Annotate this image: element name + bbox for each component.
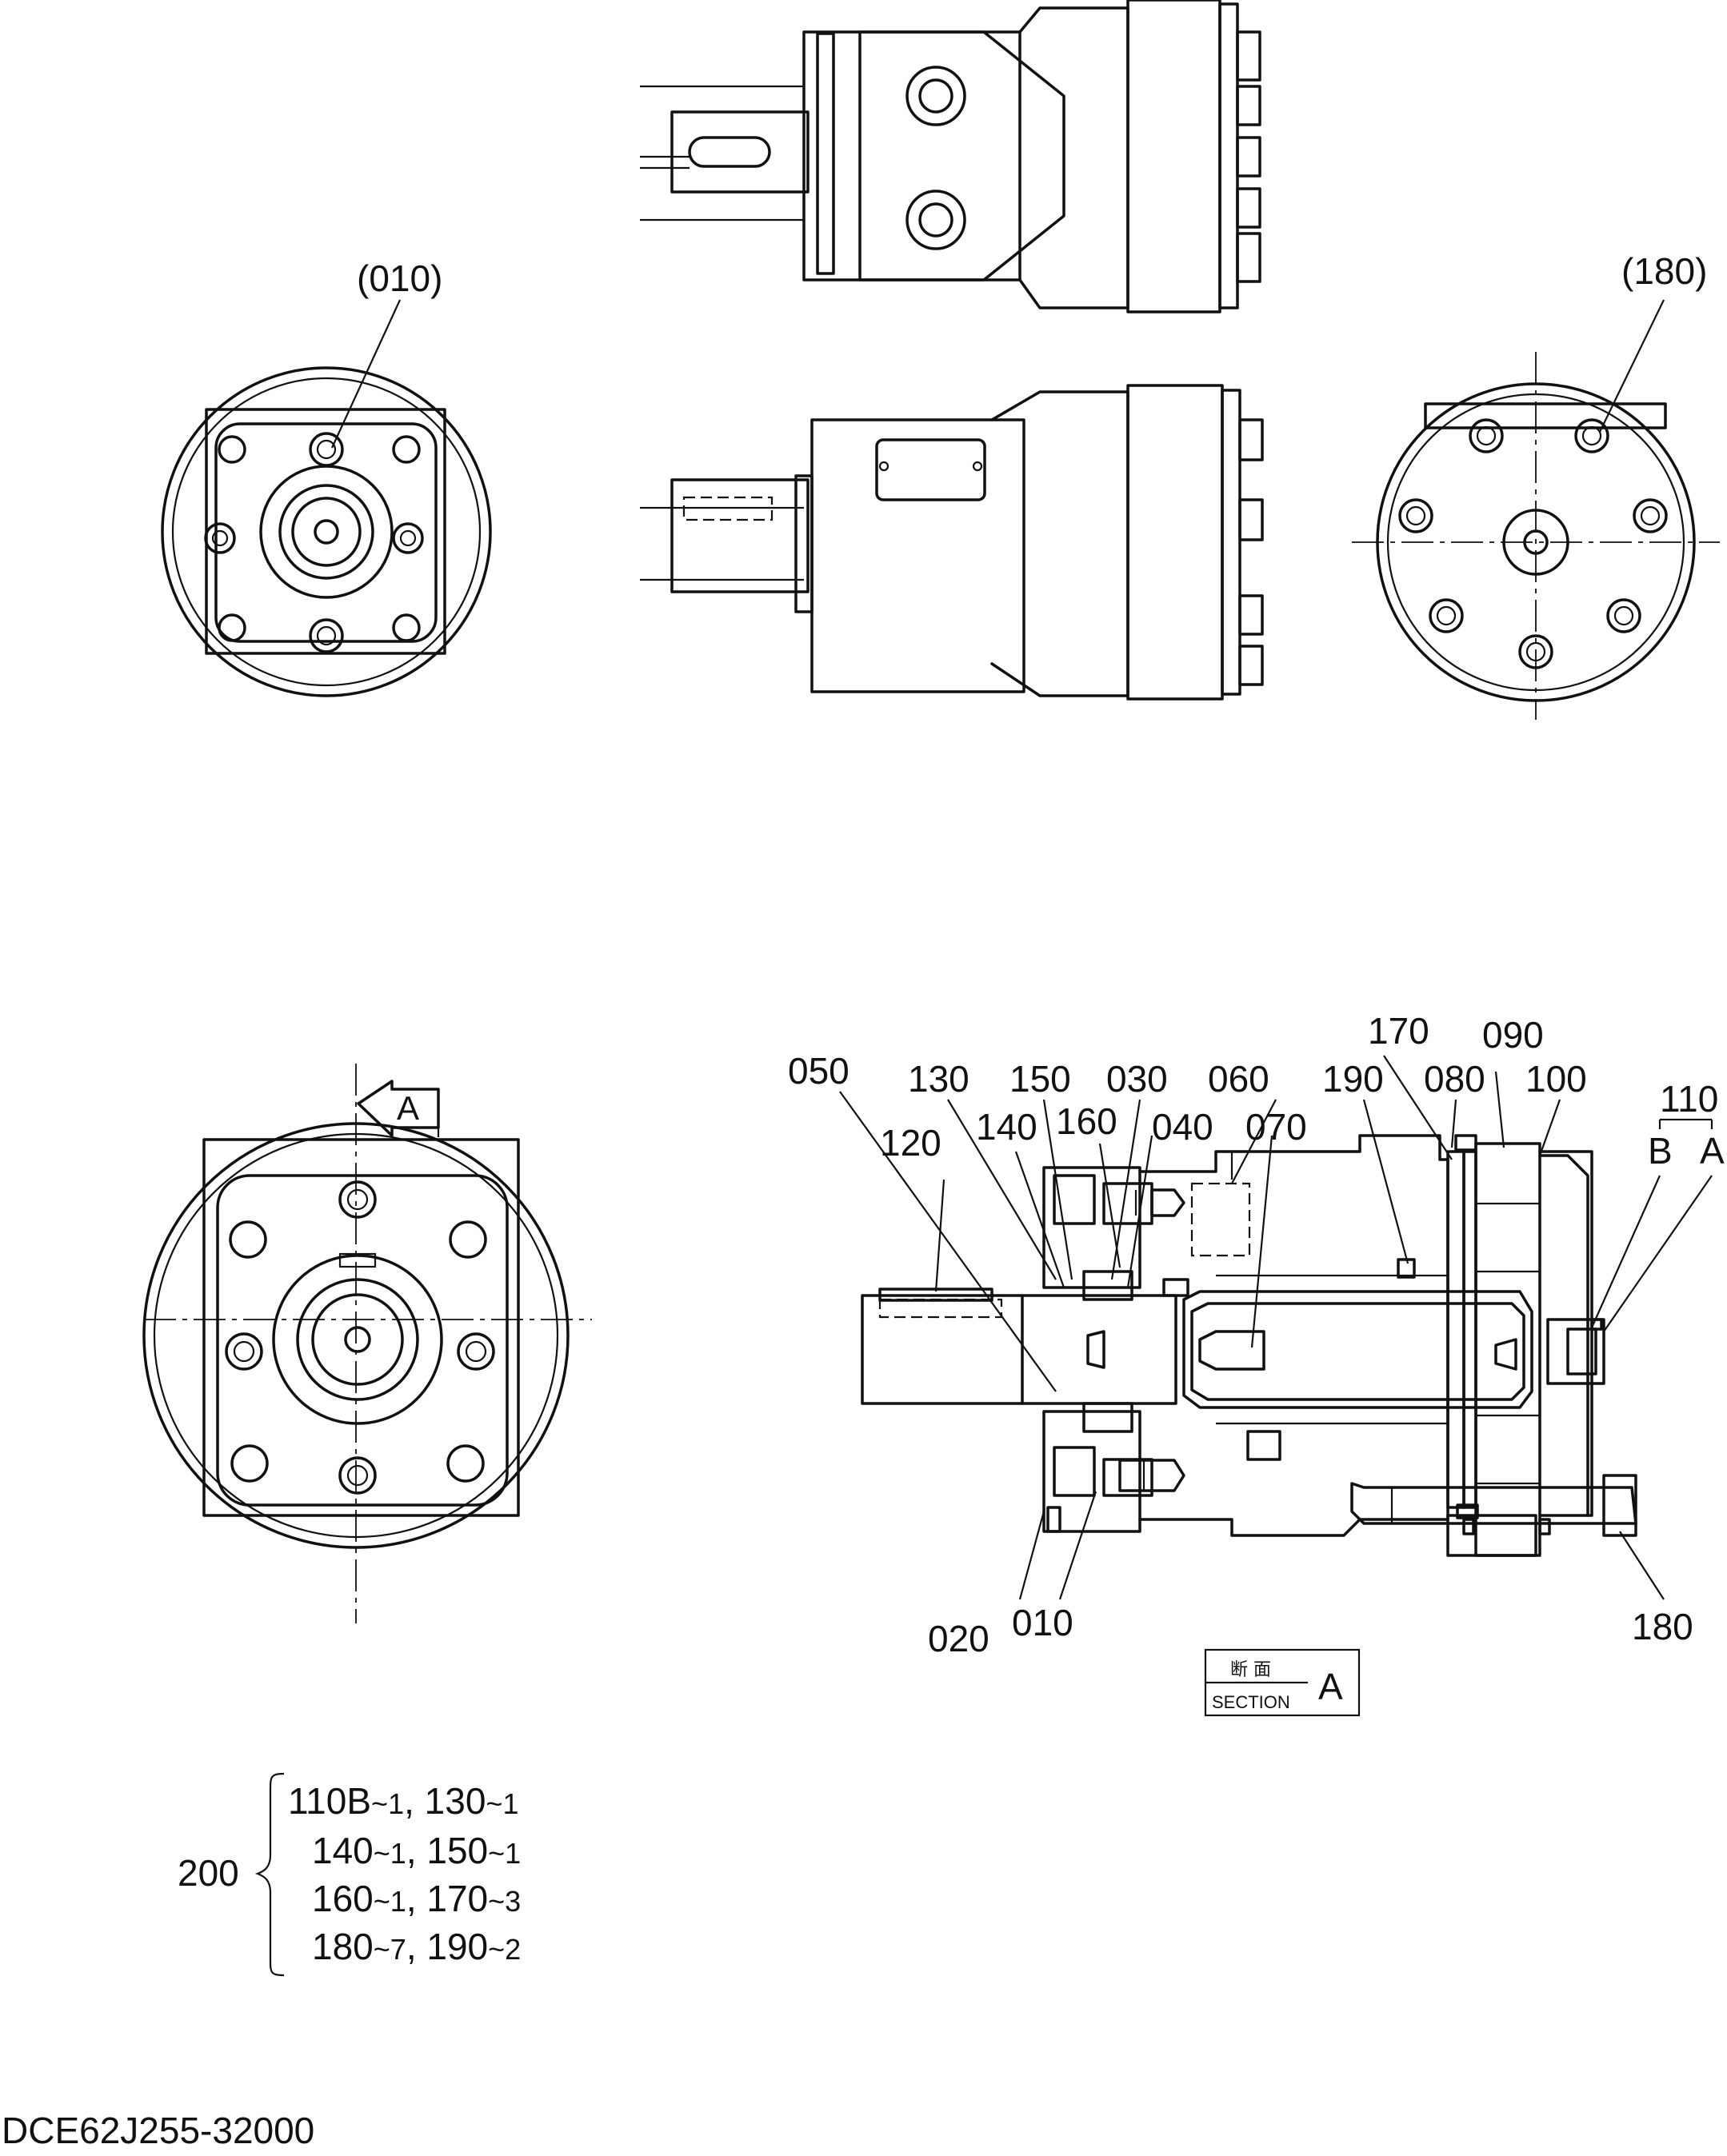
callout-110a: A xyxy=(1700,1130,1725,1172)
section-letter: A xyxy=(1318,1666,1343,1707)
kit-line-3: 160~1, 170~3 xyxy=(312,1878,521,1919)
callout-010: 010 xyxy=(1012,1602,1073,1643)
callout-150: 150 xyxy=(1009,1058,1071,1100)
drawing-number: DCE62J255-32000 xyxy=(2,2110,314,2151)
svg-text:180~7, 190~2: 180~7, 190~2 xyxy=(312,1926,521,1967)
kit-line-1: 110B~1, 130~1 xyxy=(288,1780,518,1822)
front-view-upper xyxy=(161,299,492,697)
middle-side-view xyxy=(640,384,1264,701)
callout-070: 070 xyxy=(1245,1106,1307,1148)
section-word: SECTION xyxy=(1212,1692,1290,1712)
callout-040: 040 xyxy=(1152,1106,1213,1148)
rear-view-upper xyxy=(1352,299,1720,720)
kit-line-2: 140~1, 150~1 xyxy=(312,1830,521,1871)
front-view-lower: A xyxy=(142,1064,592,1623)
section-arrow-letter: A xyxy=(397,1089,419,1127)
callout-060: 060 xyxy=(1208,1058,1269,1100)
callout-020: 020 xyxy=(928,1618,989,1659)
callout-140: 140 xyxy=(976,1106,1037,1148)
callout-180-top: (180) xyxy=(1621,250,1707,292)
callout-050: 050 xyxy=(788,1050,850,1092)
kit-composition: 200 110B~1, 130~1 140~1, 150~1 160~1, 17… xyxy=(178,1772,521,1977)
svg-text:110B~1, 130~1: 110B~1, 130~1 xyxy=(288,1780,518,1822)
top-side-view xyxy=(640,0,1261,313)
callout-170: 170 xyxy=(1368,1010,1429,1052)
callout-190: 190 xyxy=(1322,1058,1384,1100)
kit-number: 200 xyxy=(178,1852,239,1894)
callout-180: 180 xyxy=(1632,1606,1693,1647)
callout-110b: B xyxy=(1648,1130,1673,1172)
callout-120: 120 xyxy=(880,1122,941,1164)
callout-100: 100 xyxy=(1525,1058,1587,1100)
leader-lines xyxy=(839,1055,1713,1600)
callout-080: 080 xyxy=(1424,1058,1485,1100)
callout-030: 030 xyxy=(1106,1058,1168,1100)
svg-text:160~1, 170~3: 160~1, 170~3 xyxy=(312,1878,521,1919)
callout-160: 160 xyxy=(1056,1100,1117,1142)
svg-text:140~1, 150~1: 140~1, 150~1 xyxy=(312,1830,521,1871)
section-view xyxy=(861,1134,1637,1557)
callout-090: 090 xyxy=(1482,1014,1544,1056)
callout-010-top: (010) xyxy=(357,258,442,299)
kit-line-4: 180~7, 190~2 xyxy=(312,1926,521,1967)
callout-130: 130 xyxy=(908,1058,969,1100)
callout-110: 110 xyxy=(1660,1078,1718,1120)
section-label-box: 断 面 SECTION A xyxy=(1204,1648,1361,1717)
section-kanji: 断 面 xyxy=(1230,1660,1271,1680)
callout-labels: (010) (180) 050 120 130 140 150 160 030 … xyxy=(357,250,1725,1659)
